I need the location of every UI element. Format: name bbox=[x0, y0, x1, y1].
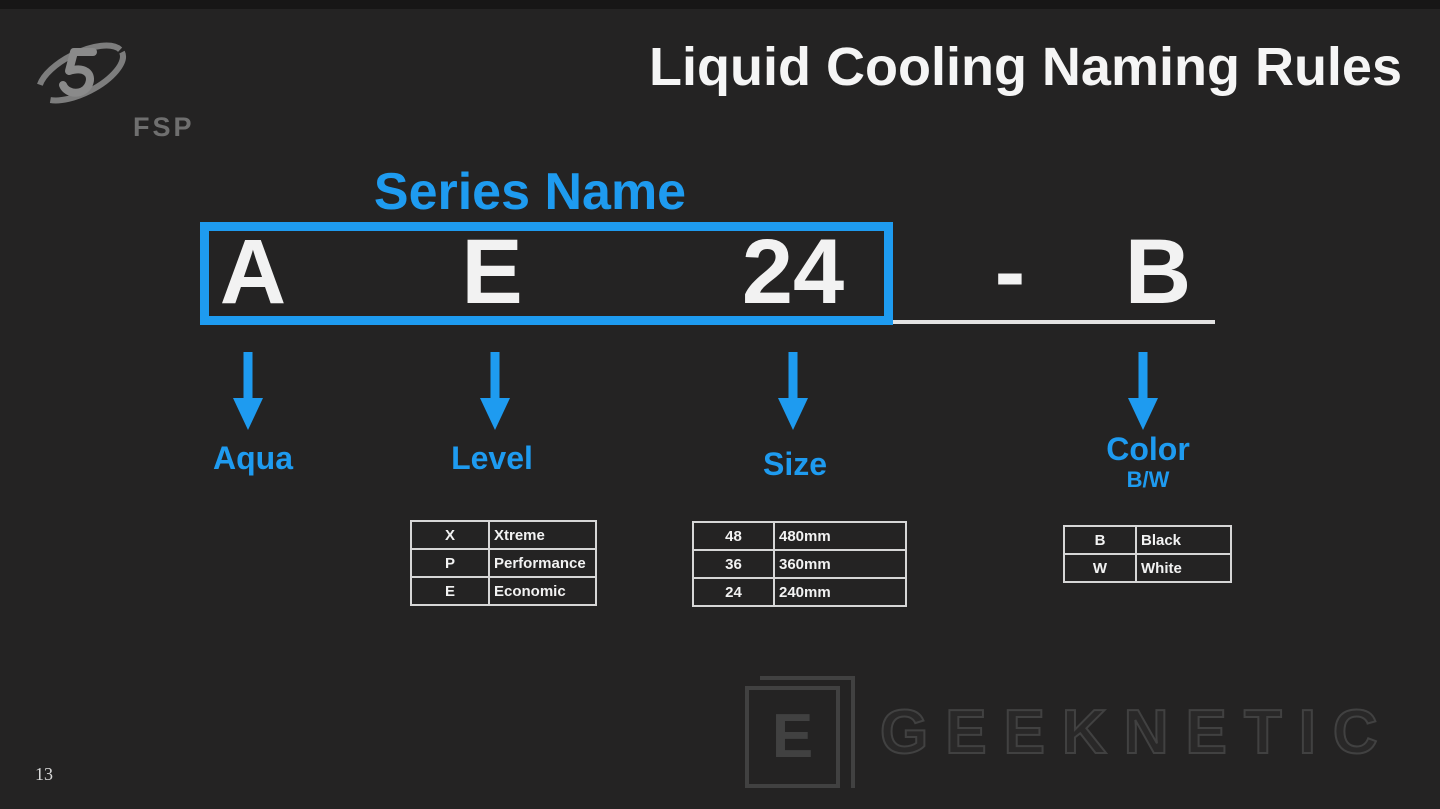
color-desc: Black bbox=[1135, 525, 1232, 555]
table-row: 24 240mm bbox=[692, 577, 907, 607]
level-code: X bbox=[410, 520, 490, 550]
series-name-highlight-box bbox=[200, 222, 893, 325]
table-row: E Economic bbox=[410, 576, 597, 606]
level-desc: Xtreme bbox=[488, 520, 597, 550]
down-arrow-icon bbox=[1128, 352, 1158, 430]
color-code: B bbox=[1063, 525, 1137, 555]
label-level: Level bbox=[451, 440, 533, 476]
size-desc: 240mm bbox=[773, 577, 907, 607]
code-suffix-b: B bbox=[1124, 221, 1192, 323]
geeknetic-logo-icon: E bbox=[771, 702, 814, 771]
down-arrow-icon bbox=[778, 352, 808, 430]
watermark-text: GEEKNETIC bbox=[879, 697, 1395, 768]
label-aqua: Aqua bbox=[213, 440, 293, 476]
code-separator: - bbox=[994, 221, 1026, 323]
size-table: 48 480mm 36 360mm 24 240mm bbox=[692, 521, 907, 607]
size-code: 24 bbox=[692, 577, 775, 607]
level-code: E bbox=[410, 576, 490, 606]
label-color: Color bbox=[1106, 431, 1190, 467]
level-code: P bbox=[410, 548, 490, 578]
level-desc: Performance bbox=[488, 548, 597, 578]
level-table: X Xtreme P Performance E Economic bbox=[410, 520, 597, 606]
code-letter-e: E bbox=[461, 221, 523, 323]
watermark-frame-inner bbox=[745, 686, 840, 788]
slide-title: Liquid Cooling Naming Rules bbox=[649, 37, 1402, 97]
label-color-bw: B/W bbox=[1126, 467, 1170, 492]
down-arrow-icon bbox=[233, 352, 263, 430]
watermark-frame-outer bbox=[760, 676, 855, 788]
code-letter-a: A bbox=[219, 221, 287, 323]
label-size: Size bbox=[762, 446, 828, 482]
size-code: 48 bbox=[692, 521, 775, 551]
size-desc: 480mm bbox=[773, 521, 907, 551]
table-row: B Black bbox=[1063, 525, 1232, 555]
table-row: P Performance bbox=[410, 548, 597, 578]
code-number-24: 24 bbox=[741, 221, 845, 323]
color-desc: White bbox=[1135, 553, 1232, 583]
page-number: 13 bbox=[35, 764, 53, 784]
size-code: 36 bbox=[692, 549, 775, 579]
series-name-label: Series Name bbox=[373, 163, 687, 221]
table-row: X Xtreme bbox=[410, 520, 597, 550]
suffix-underline bbox=[893, 320, 1215, 324]
down-arrow-icon bbox=[480, 352, 510, 430]
level-desc: Economic bbox=[488, 576, 597, 606]
table-row: 36 360mm bbox=[692, 549, 907, 579]
fsp-emblem-icon bbox=[36, 42, 126, 104]
color-code: W bbox=[1063, 553, 1137, 583]
size-desc: 360mm bbox=[773, 549, 907, 579]
fsp-logo-text: FSP bbox=[133, 112, 195, 142]
color-table: B Black W White bbox=[1063, 525, 1232, 583]
fsp-logo: FSP bbox=[33, 40, 213, 142]
table-row: W White bbox=[1063, 553, 1232, 583]
top-letterbox-bar bbox=[0, 0, 1440, 9]
table-row: 48 480mm bbox=[692, 521, 907, 551]
